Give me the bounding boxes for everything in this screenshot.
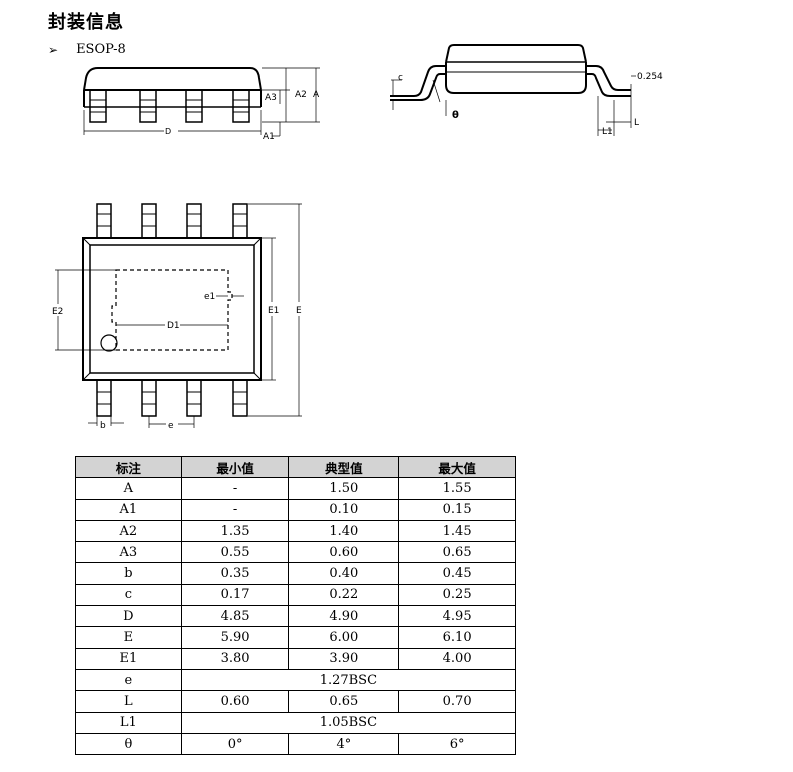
table-row: E 5.90 6.00 6.10: [75, 626, 516, 649]
table-row: c 0.17 0.22 0.25: [75, 583, 516, 607]
package-drawing: D A3 A2 A A1 c θ 0.254 L L1: [52, 44, 663, 431]
cell-max: 6°: [398, 732, 516, 756]
table-row: E1 3.80 3.90 4.00: [75, 647, 516, 670]
cell-typ: 0.65: [288, 690, 400, 713]
package-name: ESOP-8: [76, 42, 126, 57]
cell-max: 0.70: [398, 690, 516, 713]
cell-symbol: D: [75, 605, 182, 628]
cell-min: -: [180, 498, 290, 521]
cell-min: -: [180, 477, 290, 500]
dim-label-L: L: [634, 118, 639, 128]
cell-min: 0°: [180, 732, 290, 756]
cell-max: 0.65: [398, 541, 516, 564]
cell-max: 0.25: [398, 583, 516, 607]
side-view: [390, 44, 636, 136]
dim-label-c: c: [398, 73, 403, 83]
cell-typ: 1.50: [288, 477, 400, 500]
cell-typ: 6.00: [288, 626, 400, 649]
cell-symbol: L1: [75, 711, 182, 734]
table-row: A3 0.55 0.60 0.65: [75, 541, 516, 564]
cell-symbol: b: [75, 562, 182, 585]
cell-min: 3.80: [180, 647, 290, 670]
dimension-table: 标注 最小值 典型值 最大值 A - 1.50 1.55 A1 - 0.10 0…: [75, 455, 517, 756]
cell-symbol: A: [75, 477, 182, 500]
table-row: A2 1.35 1.40 1.45: [75, 519, 516, 543]
table-row: e 1.27BSC: [75, 668, 517, 692]
table-row: b 0.35 0.40 0.45: [75, 562, 516, 585]
table-row: L 0.60 0.65 0.70: [75, 690, 516, 713]
front-view: [83, 67, 320, 137]
cell-symbol: L: [75, 690, 182, 713]
dim-label-E2: E2: [52, 307, 63, 317]
cell-typ: 0.60: [288, 541, 400, 564]
cell-min: 0.55: [180, 541, 290, 564]
dim-label-A2: A2: [295, 90, 307, 100]
dim-label-D: D: [165, 127, 171, 136]
cell-typ: 4°: [288, 732, 400, 756]
cell-typ: 0.10: [288, 498, 400, 521]
cell-symbol: A1: [75, 498, 182, 521]
dim-label-e: e: [168, 421, 174, 431]
cell-typ: 0.40: [288, 562, 400, 585]
cell-merged: 1.05BSC: [180, 711, 517, 734]
cell-min: 0.17: [180, 583, 290, 607]
table-row: A1 - 0.10 0.15: [75, 498, 516, 521]
dim-label-theta: θ: [452, 110, 459, 121]
top-view: [55, 203, 302, 428]
dim-label-D1: D1: [167, 321, 180, 331]
dim-label-gauge: 0.254: [637, 72, 663, 82]
table-row: L1 1.05BSC: [75, 711, 517, 734]
dim-label-L1: L1: [602, 127, 613, 137]
bullet-arrow-icon: ➢: [48, 42, 59, 57]
header-max: 最大值: [398, 455, 516, 479]
cell-symbol: θ: [75, 732, 182, 756]
section-title: 封装信息: [48, 12, 124, 33]
cell-max: 1.55: [398, 477, 516, 500]
header-min: 最小值: [180, 455, 290, 479]
dim-label-E1: E1: [268, 306, 279, 316]
cell-typ: 4.90: [288, 605, 400, 628]
table-row: D 4.85 4.90 4.95: [75, 605, 516, 628]
cell-symbol: e: [75, 668, 182, 692]
header-typ: 典型值: [288, 455, 400, 479]
cell-symbol: E1: [75, 647, 182, 670]
table-row: A - 1.50 1.55: [75, 477, 516, 500]
cell-max: 0.45: [398, 562, 516, 585]
cell-max: 4.95: [398, 605, 516, 628]
cell-max: 1.45: [398, 519, 516, 543]
cell-min: 1.35: [180, 519, 290, 543]
cell-typ: 0.22: [288, 583, 400, 607]
cell-merged: 1.27BSC: [180, 668, 517, 692]
cell-min: 4.85: [180, 605, 290, 628]
table-row: θ 0° 4° 6°: [75, 732, 516, 756]
dim-label-b: b: [100, 421, 106, 431]
cell-max: 4.00: [398, 647, 516, 670]
cell-min: 5.90: [180, 626, 290, 649]
header-symbol: 标注: [75, 455, 182, 479]
cell-symbol: E: [75, 626, 182, 649]
dim-label-A1: A1: [263, 132, 275, 142]
cell-symbol: A3: [75, 541, 182, 564]
cell-min: 0.35: [180, 562, 290, 585]
cell-symbol: A2: [75, 519, 182, 543]
cell-typ: 1.40: [288, 519, 400, 543]
dim-label-A: A: [313, 90, 320, 100]
cell-typ: 3.90: [288, 647, 400, 670]
cell-min: 0.60: [180, 690, 290, 713]
dim-label-E: E: [296, 306, 302, 316]
dim-label-e1: e1: [204, 292, 215, 302]
table-header-row: 标注 最小值 典型值 最大值: [75, 455, 516, 479]
cell-symbol: c: [75, 583, 182, 607]
cell-max: 0.15: [398, 498, 516, 521]
dim-label-A3: A3: [265, 93, 277, 103]
cell-max: 6.10: [398, 626, 516, 649]
package-heading: ➢ ESOP-8: [48, 42, 126, 57]
